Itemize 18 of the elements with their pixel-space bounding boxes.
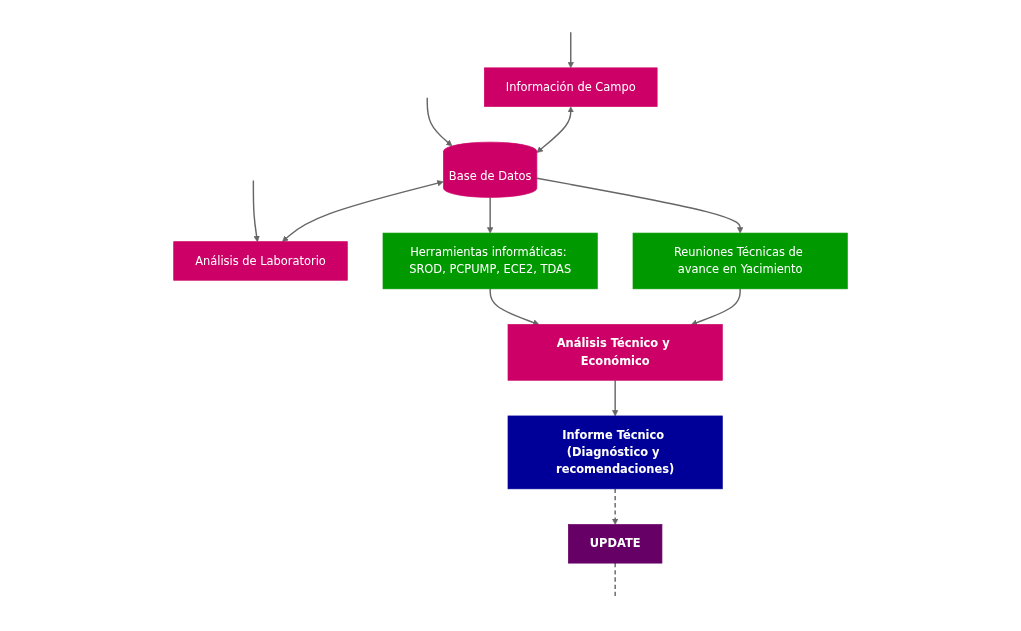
arrow — [612, 379, 619, 417]
arrow — [282, 180, 444, 242]
node-box: Información de Campo — [484, 67, 658, 107]
arrow — [612, 488, 619, 525]
node-box: Reuniones Técnicas de avance en Yacimiento — [632, 232, 848, 290]
arrow — [536, 106, 574, 153]
arrow — [567, 31, 574, 69]
arrow — [252, 179, 260, 242]
arrow — [489, 288, 540, 326]
node-box: Herramientas informáticas: SROD, PCPUMP, ECE2, TDAS — [382, 232, 598, 290]
arrow — [426, 97, 453, 147]
arrow — [691, 288, 741, 326]
node-box: Análisis Técnico y Económico — [507, 324, 723, 381]
node-box: UPDATE — [568, 524, 663, 564]
node-box: Informe Técnico (Diagnóstico y recomendaciones) — [507, 415, 723, 490]
arrow — [487, 196, 494, 234]
node-box: Análisis de Laboratorio — [173, 241, 348, 281]
arrow — [536, 177, 744, 234]
